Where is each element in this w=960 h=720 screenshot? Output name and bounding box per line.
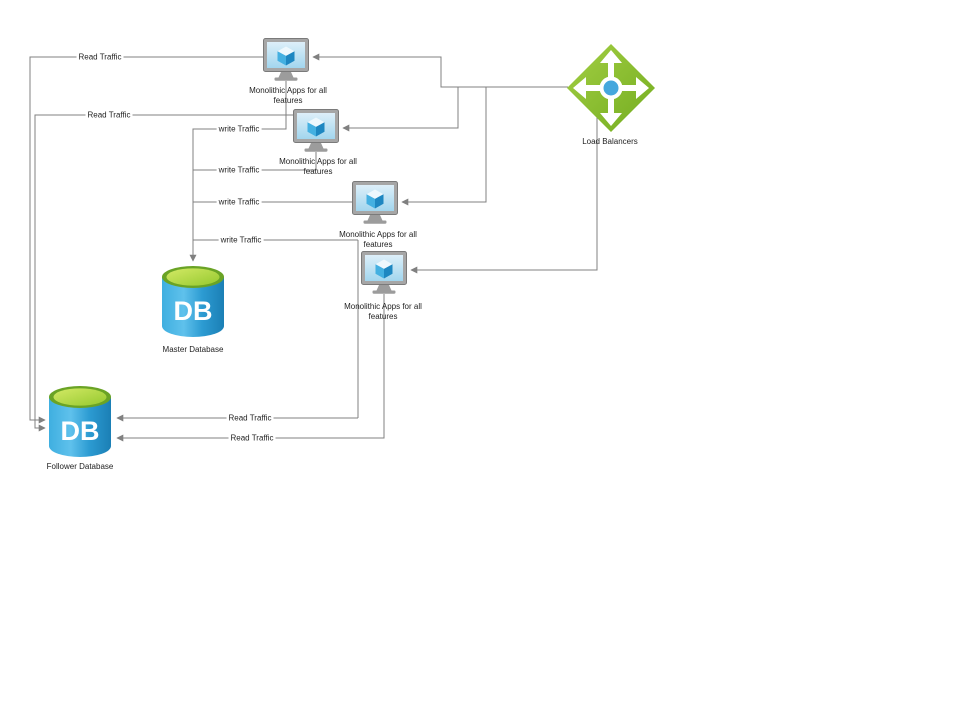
follower-database-icon[interactable]: DB <box>49 386 111 457</box>
edge-label-read-traffic-3: Read Traffic <box>226 413 274 423</box>
monolithic-app-1-label: Monolithic Apps for all features <box>249 86 327 105</box>
edge-read-traffic-1 <box>29 56 263 424</box>
lb-arrow-up-icon <box>600 50 622 63</box>
node-icons: DB DB <box>49 38 655 457</box>
edge-read-traffic-4 <box>116 294 385 442</box>
edge-lb-to-app3 <box>401 86 568 206</box>
monolithic-app-2-icon[interactable] <box>293 109 339 153</box>
follower-database-label: Follower Database <box>46 462 114 471</box>
master-database-label: Master Database <box>162 345 224 354</box>
lb-center-dot <box>599 76 623 100</box>
db-top <box>53 388 107 406</box>
monolithic-app-4-label: Monolithic Apps for all features <box>344 302 422 321</box>
monolithic-app-4-icon[interactable] <box>361 251 407 295</box>
monolithic-app-1-icon[interactable] <box>263 38 309 82</box>
monolithic-app-3-icon[interactable] <box>352 181 398 225</box>
db-text: DB <box>174 296 213 326</box>
edges <box>29 53 598 442</box>
lb-arrow-right-icon <box>636 77 649 99</box>
edge-label-write-traffic-3: write Traffic <box>216 197 262 207</box>
load-balancer-icon[interactable] <box>567 44 655 132</box>
db-body <box>162 277 224 337</box>
edge-lb-to-app4 <box>410 110 598 274</box>
edge-read-traffic-2 <box>34 114 293 432</box>
edge-label-read-traffic-1: Read Traffic <box>76 52 124 62</box>
load-balancer-label: Load Balancers <box>582 137 638 146</box>
edge-label-write-traffic-1: write Traffic <box>216 124 262 134</box>
edge-lb-to-app2 <box>342 86 568 132</box>
db-body <box>49 397 111 457</box>
db-text: DB <box>61 416 100 446</box>
db-top <box>166 268 220 286</box>
edge-label-write-traffic-4: write Traffic <box>218 235 264 245</box>
edge-label-read-traffic-2: Read Traffic <box>85 110 133 120</box>
lb-arrow-down-icon <box>600 113 622 126</box>
edge-lb-to-app1 <box>312 53 568 88</box>
lb-arrow-left-icon <box>573 77 586 99</box>
monolithic-app-2-label: Monolithic Apps for all features <box>279 157 357 176</box>
edge-label-read-traffic-4: Read Traffic <box>228 433 276 443</box>
master-database-icon[interactable]: DB <box>162 266 224 337</box>
edge-label-write-traffic-2: write Traffic <box>216 165 262 175</box>
monolithic-app-3-label: Monolithic Apps for all features <box>339 230 417 249</box>
